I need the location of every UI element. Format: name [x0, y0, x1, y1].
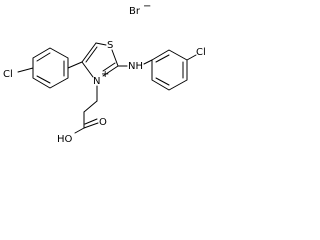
- thiazole-s-c2-bond: [111, 49, 119, 67]
- right-ring-outline: [151, 49, 188, 91]
- left-ring-outline: [32, 47, 69, 89]
- right-ring-double-bond: [155, 77, 170, 86]
- amine-aryl-bond: [143, 59, 153, 65]
- right-chloro-bond: [186, 54, 197, 61]
- aryl-thiazole-bond: [67, 61, 83, 69]
- left-ring-double-bond: [36, 52, 51, 62]
- bromide-counterion: Br −: [129, 1, 151, 17]
- right-chlorophenyl-ring: Cl: [151, 47, 206, 91]
- chemical-structure: Br − Cl S N + NH Cl: [3, 1, 206, 145]
- thiazolium-ring: S N +: [81, 40, 119, 87]
- carbonyl-double-bond: [84, 118, 98, 125]
- right-ring-double-bond: [155, 54, 170, 63]
- left-chloro-label: Cl: [3, 69, 13, 80]
- amine-label: NH: [128, 61, 143, 72]
- left-chloro-bond: [17, 67, 34, 73]
- thiazole-nitrogen-label: N: [93, 76, 100, 87]
- thiazole-sulfur-label: S: [107, 40, 113, 51]
- thiazole-c2-n-bond: [102, 65, 119, 77]
- thiazole-c2-n-double-bond: [102, 62, 116, 72]
- thiazole-n-c4-bond: [81, 61, 94, 78]
- bromide-symbol: Br: [129, 6, 141, 17]
- thiazole-c4-c5-double-bond: [85, 46, 98, 63]
- carbonyl-bond: [83, 122, 99, 129]
- chain-bond-2: [83, 100, 98, 113]
- hydroxyl-bond: [74, 127, 85, 134]
- thiazole-nitrogen-charge: +: [101, 69, 109, 80]
- bromide-charge: −: [143, 1, 151, 12]
- structure-diagram: Br − Cl S N + NH Cl: [0, 0, 216, 151]
- carboxypropyl-chain: O HO: [57, 85, 107, 145]
- right-chloro-label: Cl: [196, 47, 206, 58]
- left-chlorophenyl-ring: Cl: [3, 47, 69, 89]
- carbonyl-oxygen-label: O: [99, 117, 107, 128]
- thiazole-c5-s-bond: [95, 42, 107, 46]
- hydroxyl-label: HO: [57, 134, 73, 145]
- left-ring-double-bond: [36, 75, 51, 84]
- thiazole-c4-c5-bond: [81, 42, 97, 63]
